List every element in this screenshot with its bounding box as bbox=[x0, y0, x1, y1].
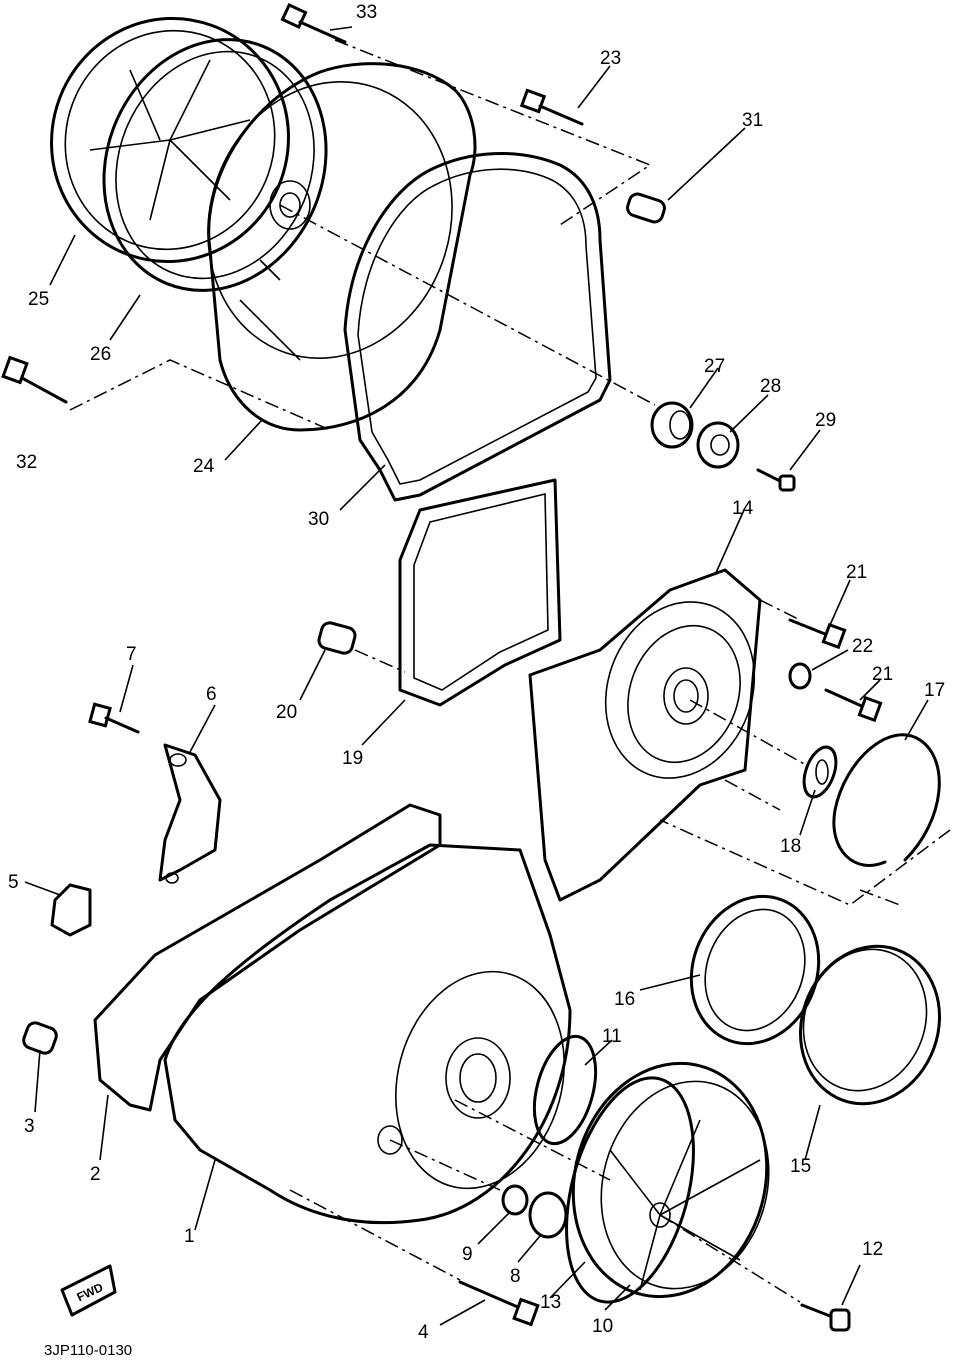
part-7-bolt bbox=[88, 702, 140, 734]
callout-32: 32 bbox=[16, 452, 37, 473]
part-9-o-ring bbox=[501, 1184, 529, 1216]
part-30-gasket bbox=[343, 152, 612, 502]
callout-2: 2 bbox=[90, 1164, 101, 1185]
part-2-gasket bbox=[93, 803, 442, 1112]
part-20-dowel-pin bbox=[317, 621, 357, 655]
centerline-mid-4 bbox=[659, 779, 951, 906]
part-19-gasket bbox=[398, 478, 562, 707]
centerline-top-1 bbox=[279, 204, 656, 406]
callout-19: 19 bbox=[342, 748, 363, 769]
callout-21-lower: 21 bbox=[872, 664, 893, 685]
part-12-bolt bbox=[800, 1303, 851, 1332]
part-21-bolt-lower bbox=[824, 688, 883, 723]
centerline-top-3 bbox=[69, 359, 331, 431]
fwd-arrow-icon: FWD bbox=[60, 1264, 117, 1317]
callout-30: 30 bbox=[308, 509, 329, 530]
centerline-mid-1 bbox=[354, 649, 406, 673]
part-31-dowel-pin bbox=[626, 192, 666, 224]
part-27-seal bbox=[650, 401, 694, 449]
callout-31: 31 bbox=[742, 110, 763, 131]
callout-12: 12 bbox=[862, 1239, 883, 1260]
callout-8: 8 bbox=[510, 1266, 521, 1287]
part-13-gasket bbox=[565, 1076, 695, 1304]
part-32-bolt bbox=[1, 355, 68, 404]
callout-21-upper: 21 bbox=[846, 562, 867, 583]
callout-22: 22 bbox=[852, 636, 873, 657]
part-4-bolt bbox=[458, 1280, 540, 1327]
part-33-bolt bbox=[280, 2, 347, 44]
centerline-mid-2 bbox=[689, 699, 816, 771]
callout-25: 25 bbox=[28, 289, 49, 310]
part-24-crankcase-cover bbox=[207, 62, 477, 432]
callout-11: 11 bbox=[602, 1026, 622, 1047]
part-6-bracket bbox=[158, 743, 222, 884]
callout-4: 4 bbox=[418, 1322, 429, 1343]
centerline-low-4 bbox=[659, 1214, 801, 1303]
diagram-code: 3JP110-0130 bbox=[44, 1342, 132, 1359]
part-28-bearing bbox=[696, 421, 740, 469]
centerline-low-1 bbox=[289, 1189, 461, 1281]
callout-1: 1 bbox=[184, 1226, 195, 1247]
callout-16: 16 bbox=[614, 989, 635, 1010]
part-5-clip bbox=[50, 883, 92, 937]
callout-labels: 1 2 3 4 5 6 7 8 9 10 11 12 13 14 15 16 1… bbox=[8, 2, 945, 1343]
callout-23: 23 bbox=[600, 48, 621, 69]
callout-29: 29 bbox=[815, 410, 836, 431]
part-26-gasket bbox=[102, 38, 328, 292]
callout-leaders bbox=[24, 26, 929, 1326]
part-29-screw bbox=[756, 468, 796, 492]
part-1-crankcase-cover bbox=[163, 843, 572, 1225]
callout-14: 14 bbox=[732, 498, 754, 519]
callout-15: 15 bbox=[790, 1156, 811, 1177]
part-15-cap bbox=[798, 944, 942, 1106]
part-23-bolt bbox=[519, 88, 584, 126]
callout-3: 3 bbox=[24, 1116, 35, 1137]
part-14-cover bbox=[528, 568, 762, 902]
callout-33: 33 bbox=[356, 2, 377, 23]
callout-26: 26 bbox=[90, 344, 111, 365]
callout-17: 17 bbox=[924, 680, 945, 701]
centerline-top-2 bbox=[334, 39, 652, 226]
part-25-outer-cover bbox=[50, 16, 290, 264]
centerline-low-3 bbox=[389, 1139, 501, 1191]
callout-18: 18 bbox=[780, 836, 801, 857]
part-11-o-ring bbox=[532, 1034, 598, 1146]
part-16-ring bbox=[689, 894, 821, 1046]
callout-28: 28 bbox=[760, 376, 781, 397]
callout-9: 9 bbox=[462, 1244, 473, 1265]
centerline-low-2 bbox=[454, 1099, 611, 1181]
callout-10: 10 bbox=[592, 1316, 613, 1337]
callout-7: 7 bbox=[126, 644, 137, 665]
callout-5: 5 bbox=[8, 872, 19, 893]
callout-13: 13 bbox=[540, 1292, 561, 1313]
part-21-bolt-upper bbox=[788, 618, 847, 650]
part-10-cover bbox=[571, 1061, 770, 1299]
centerline-mid-3 bbox=[759, 599, 801, 621]
part-8-plug bbox=[528, 1191, 568, 1239]
part-3-dowel-pin bbox=[22, 1021, 58, 1055]
part-17-circlip bbox=[832, 733, 941, 867]
part-18-washer bbox=[802, 745, 838, 799]
callout-27: 27 bbox=[704, 356, 725, 377]
callout-24: 24 bbox=[193, 456, 215, 477]
part-22-o-ring bbox=[788, 662, 812, 690]
callout-6: 6 bbox=[206, 684, 217, 705]
callout-20: 20 bbox=[276, 702, 297, 723]
